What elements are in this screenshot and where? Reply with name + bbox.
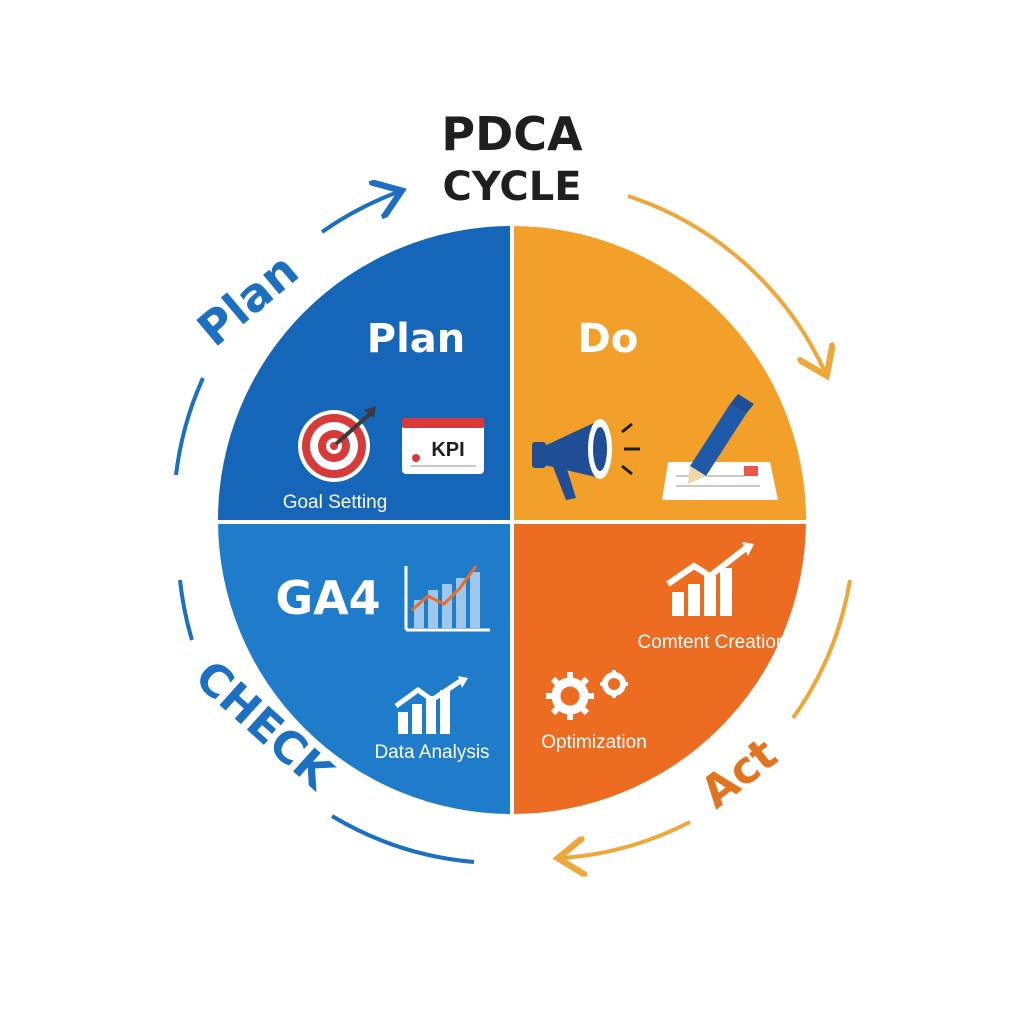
plan-cycle-arrow	[320, 192, 398, 234]
data-analysis-label: Data Analysis	[374, 742, 489, 763]
check-cycle-arc-bottom	[330, 814, 475, 864]
act-cycle-arc	[791, 579, 852, 720]
act-cycle-arrow	[562, 820, 691, 858]
diagram-title-line2: CYCLE	[442, 164, 581, 210]
kpi-badge-text: KPI	[431, 439, 464, 461]
target-icon	[298, 406, 376, 482]
bar-chart-growth-icon	[666, 542, 754, 616]
gear-icon	[546, 670, 628, 720]
do-cycle-arrow	[627, 194, 825, 372]
pdca-circle	[218, 226, 806, 814]
check-quadrant	[218, 520, 512, 814]
ring-label-act: Act	[691, 728, 786, 818]
ga4-chart-icon	[404, 565, 490, 632]
check-cycle-arc-left	[178, 579, 194, 641]
plan-cycle-arc	[174, 377, 205, 476]
diagram-title-line1: PDCA	[441, 107, 583, 161]
ga4-label: GA4	[275, 571, 380, 625]
bar-chart-growth-icon	[394, 676, 468, 734]
document-icon	[662, 462, 778, 500]
content-creation-label: Comtent Creation	[638, 632, 787, 653]
optimization-label: Optimization	[541, 732, 647, 753]
pen-icon	[688, 394, 754, 484]
plan-quadrant-title: Plan	[367, 316, 466, 362]
do-quadrant-title: Do	[578, 316, 639, 362]
megaphone-icon	[532, 419, 640, 500]
plan-goal-setting-label: Goal Setting	[283, 492, 388, 513]
kpi-board-icon: KPI	[402, 418, 484, 474]
